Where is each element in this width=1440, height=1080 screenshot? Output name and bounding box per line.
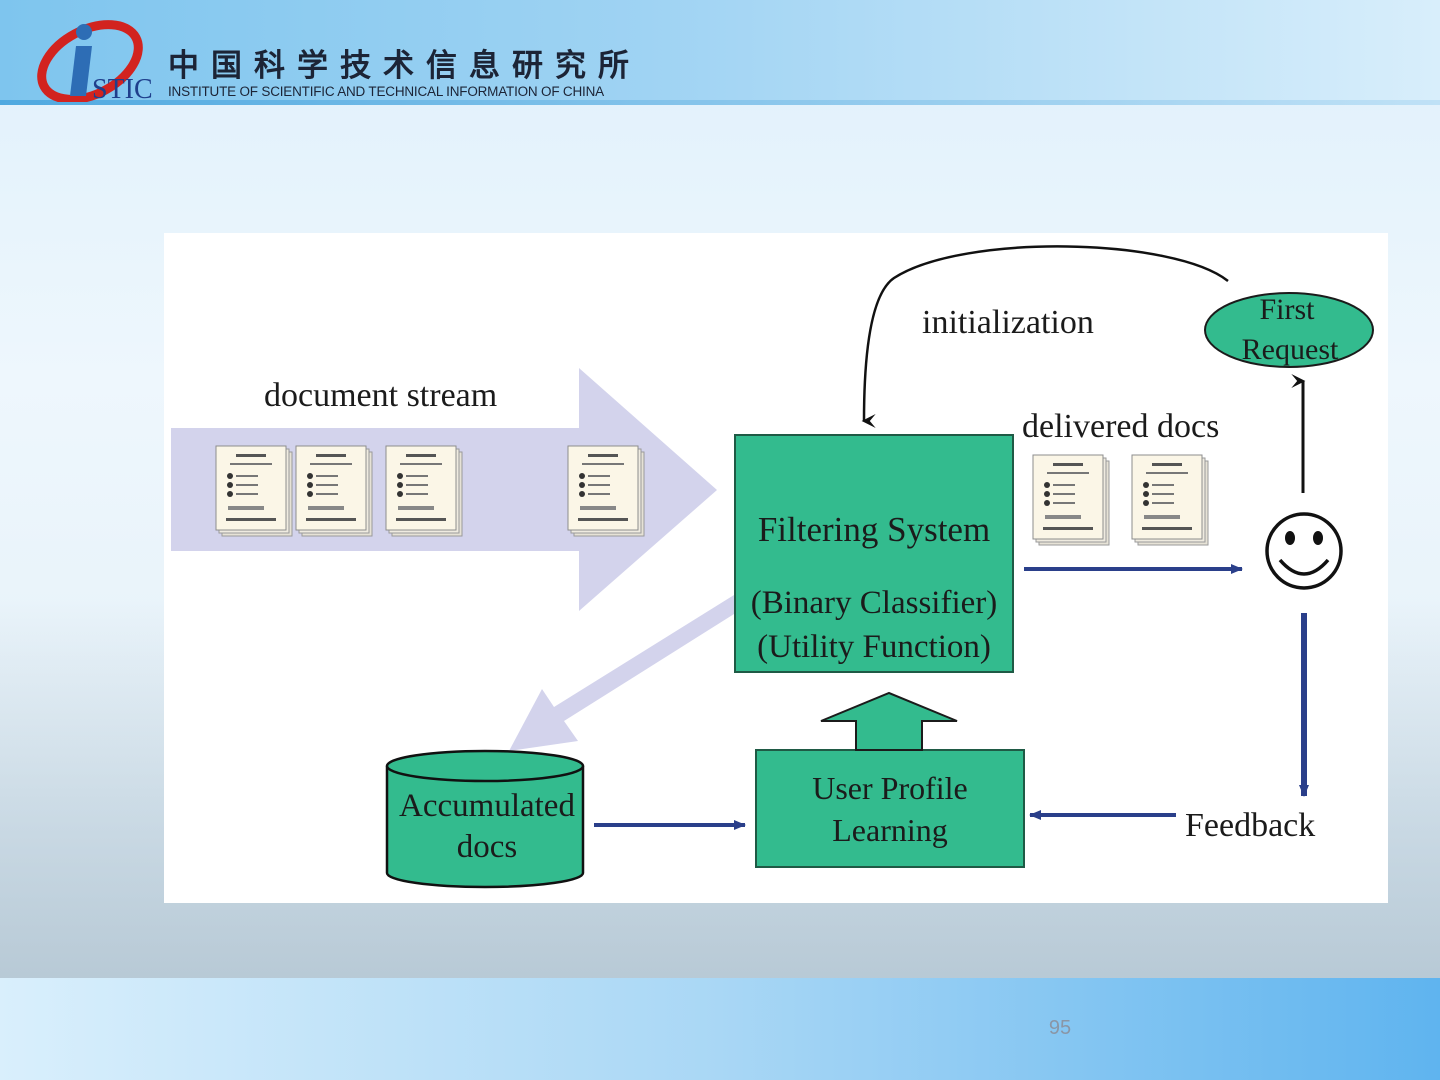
first-request-node (1204, 292, 1374, 368)
stream-doc-icon (385, 445, 463, 537)
profile-update-arrow (820, 691, 958, 751)
user-smiley-icon (1265, 512, 1343, 590)
page-number: 95 (1048, 1017, 1072, 1039)
first-request-label: Request (1242, 333, 1339, 366)
filtering-diagram: document stream Filtering System (Binary… (164, 233, 1388, 903)
initialization-label: initialization (922, 304, 1094, 341)
user-profile-label: User Profile (812, 770, 968, 806)
document-stream-label: document stream (264, 377, 497, 414)
delivered-docs-label: delivered docs (1022, 408, 1219, 445)
initialization-arrow (861, 245, 1229, 429)
header-divider (0, 100, 1440, 105)
accumulated-docs-label: docs (457, 829, 518, 865)
to-accumulated-arrow (509, 595, 742, 751)
org-name-chinese: 中国科学技术信息研究所 (168, 48, 641, 84)
learning-label: Learning (832, 812, 948, 848)
stream-doc-icon (215, 445, 293, 537)
istic-logo: STIC (37, 20, 153, 102)
feedback-label: Feedback (1185, 807, 1315, 844)
stream-doc-icon (567, 445, 645, 537)
header-band (0, 0, 1440, 104)
org-name-english: INSTITUTE OF SCIENTIFIC AND TECHNICAL IN… (168, 84, 604, 99)
accumulated-docs-cylinder (385, 749, 585, 889)
filtering-system-box (734, 434, 1014, 673)
footer-band (0, 978, 1440, 1080)
user-profile-learning-box (755, 749, 1025, 868)
delivered-doc-icon (1131, 454, 1209, 546)
utility-function-label: (Utility Function) (757, 629, 991, 665)
binary-classifier-label: (Binary Classifier) (751, 585, 998, 621)
stream-doc-icon (295, 445, 373, 537)
logo-text: STIC (92, 74, 153, 102)
filtering-system-title: Filtering System (758, 510, 990, 549)
first-request-label: First (1259, 293, 1315, 326)
delivered-doc-icon (1032, 454, 1110, 546)
accumulated-docs-label: Accumulated (399, 788, 575, 824)
